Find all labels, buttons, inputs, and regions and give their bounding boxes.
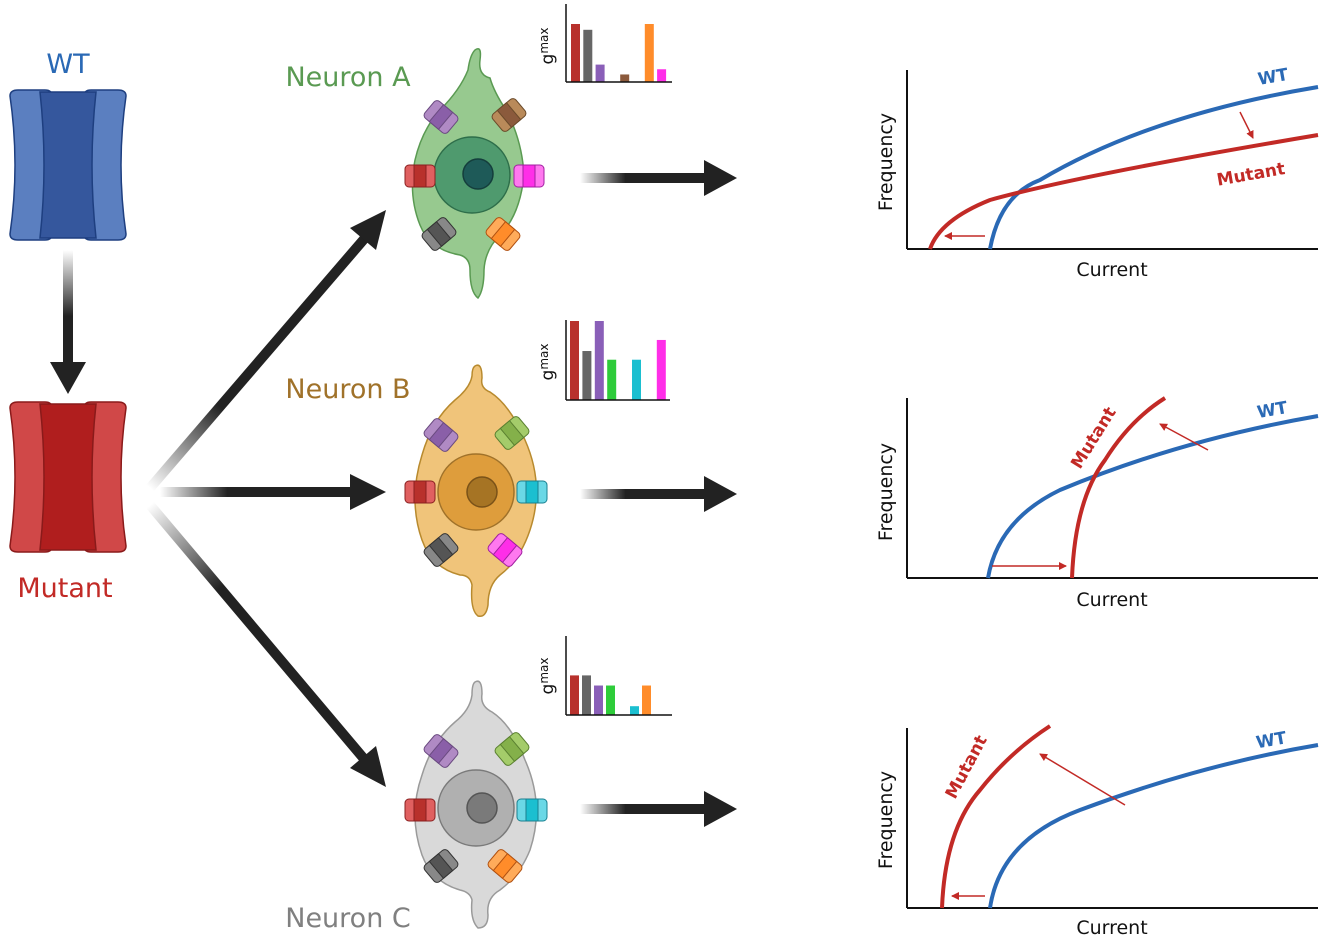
plot-a-mutant-curve — [928, 133, 1319, 250]
mutant-channel-icon — [9, 401, 127, 553]
neuron-c-gmax-bar — [594, 685, 603, 715]
plot-b-xlabel: Current — [1076, 589, 1147, 611]
neuron-a-channels — [404, 98, 545, 251]
neuron-a-group: Neuron A gmax — [285, 4, 672, 300]
neuron-a-gmax-bar — [583, 29, 593, 82]
neuron-a-label: Neuron A — [285, 62, 411, 93]
plot-c-mutant-curve — [940, 724, 1052, 909]
neuron-c-gmax-bar — [570, 675, 579, 715]
plot-a-xlabel: Current — [1076, 259, 1147, 281]
plot-c-xlabel: Current — [1076, 917, 1147, 939]
branch-arrow-to-neuron-a — [146, 210, 386, 492]
mutant-label: Mutant — [17, 573, 112, 604]
neuron-a-gmax-bar — [644, 24, 654, 82]
plot-a-mutant-label: Mutant — [1215, 159, 1286, 191]
neuron-b-label: Neuron B — [285, 374, 410, 405]
plot-b-wt-label: WT — [1256, 398, 1290, 423]
neuron-c-gmax-chart: gmax — [537, 636, 672, 716]
neuron-a-gmax-bar — [657, 69, 667, 82]
neuron-b-gmax-bar — [607, 359, 617, 400]
fi-plot-a: Current Frequency WT Mutant — [875, 65, 1319, 281]
plot-b-ylabel: Frequency — [875, 443, 897, 541]
branch-arrow-to-neuron-b — [160, 474, 386, 510]
plot-c-wt-curve — [988, 743, 1319, 909]
neuron-b-gmax-bars — [570, 321, 666, 400]
arrow-to-plot-b — [580, 476, 737, 512]
neuron-c-label: Neuron C — [285, 903, 411, 934]
neuron-b-gmax-chart: gmax — [537, 320, 670, 401]
plot-b-wt-curve — [986, 414, 1319, 579]
neuron-b-gmax-bar — [582, 351, 592, 400]
plot-a-ylabel: Frequency — [875, 113, 897, 211]
neuron-b-gmax-bar — [570, 321, 579, 400]
plot-b-mutant-label: Mutant — [1067, 404, 1120, 473]
arrow-to-plot-c — [580, 791, 737, 827]
fi-plot-b: Current Frequency WT Mutant — [875, 396, 1319, 611]
neuron-b-group: Neuron B gmax — [285, 320, 670, 618]
neuron-a-gmax-bar — [595, 64, 605, 82]
neuron-b-nucleolus — [466, 476, 498, 508]
neuron-c-gmax-bar — [642, 685, 651, 715]
fi-plot-c: Current Frequency WT Mutant — [875, 724, 1319, 939]
neuron-c-gmax-bar — [630, 706, 639, 715]
neuron-b-gmax-bar — [594, 321, 604, 400]
neuron-b-gmax-bar — [656, 339, 666, 400]
neuron-a-gmax-bar — [620, 74, 630, 82]
neuron-b-gmax-bar — [632, 359, 641, 400]
neuron-a-nucleolus — [462, 158, 494, 190]
branch-arrow-to-neuron-c — [146, 501, 386, 787]
plot-c-mutant-label: Mutant — [942, 732, 992, 802]
plot-c-ylabel: Frequency — [875, 771, 897, 869]
neuron-a-gmax-label: gmax — [537, 28, 558, 65]
neuron-b-channels — [404, 416, 548, 567]
neuron-a-gmax-bar — [571, 24, 580, 82]
mutant-channel-group: Mutant — [9, 401, 127, 604]
neuron-c-gmax-bar — [606, 685, 615, 715]
plot-b-mutant-curve — [1070, 396, 1167, 579]
neuron-c-gmax-label: gmax — [537, 658, 558, 695]
wt-label: WT — [46, 49, 90, 80]
neuron-a-gmax-bars — [571, 24, 667, 82]
arrow-to-plot-a — [580, 160, 737, 196]
wt-channel-group: WT — [9, 49, 127, 241]
neuron-a-gmax-chart: gmax — [537, 4, 672, 83]
down-arrow — [50, 250, 86, 394]
neuron-c-channels — [404, 732, 548, 883]
wt-channel-icon — [9, 89, 127, 241]
neuron-c-gmax-bar — [582, 675, 591, 715]
neuron-c-nucleolus — [466, 792, 498, 824]
plot-a-wt-curve — [988, 85, 1319, 250]
neuron-b-gmax-label: gmax — [537, 344, 558, 381]
neuron-c-group: Neuron C gmax — [285, 636, 672, 934]
plot-a-wt-label: WT — [1256, 65, 1290, 90]
neuron-c-gmax-bars — [570, 675, 651, 715]
